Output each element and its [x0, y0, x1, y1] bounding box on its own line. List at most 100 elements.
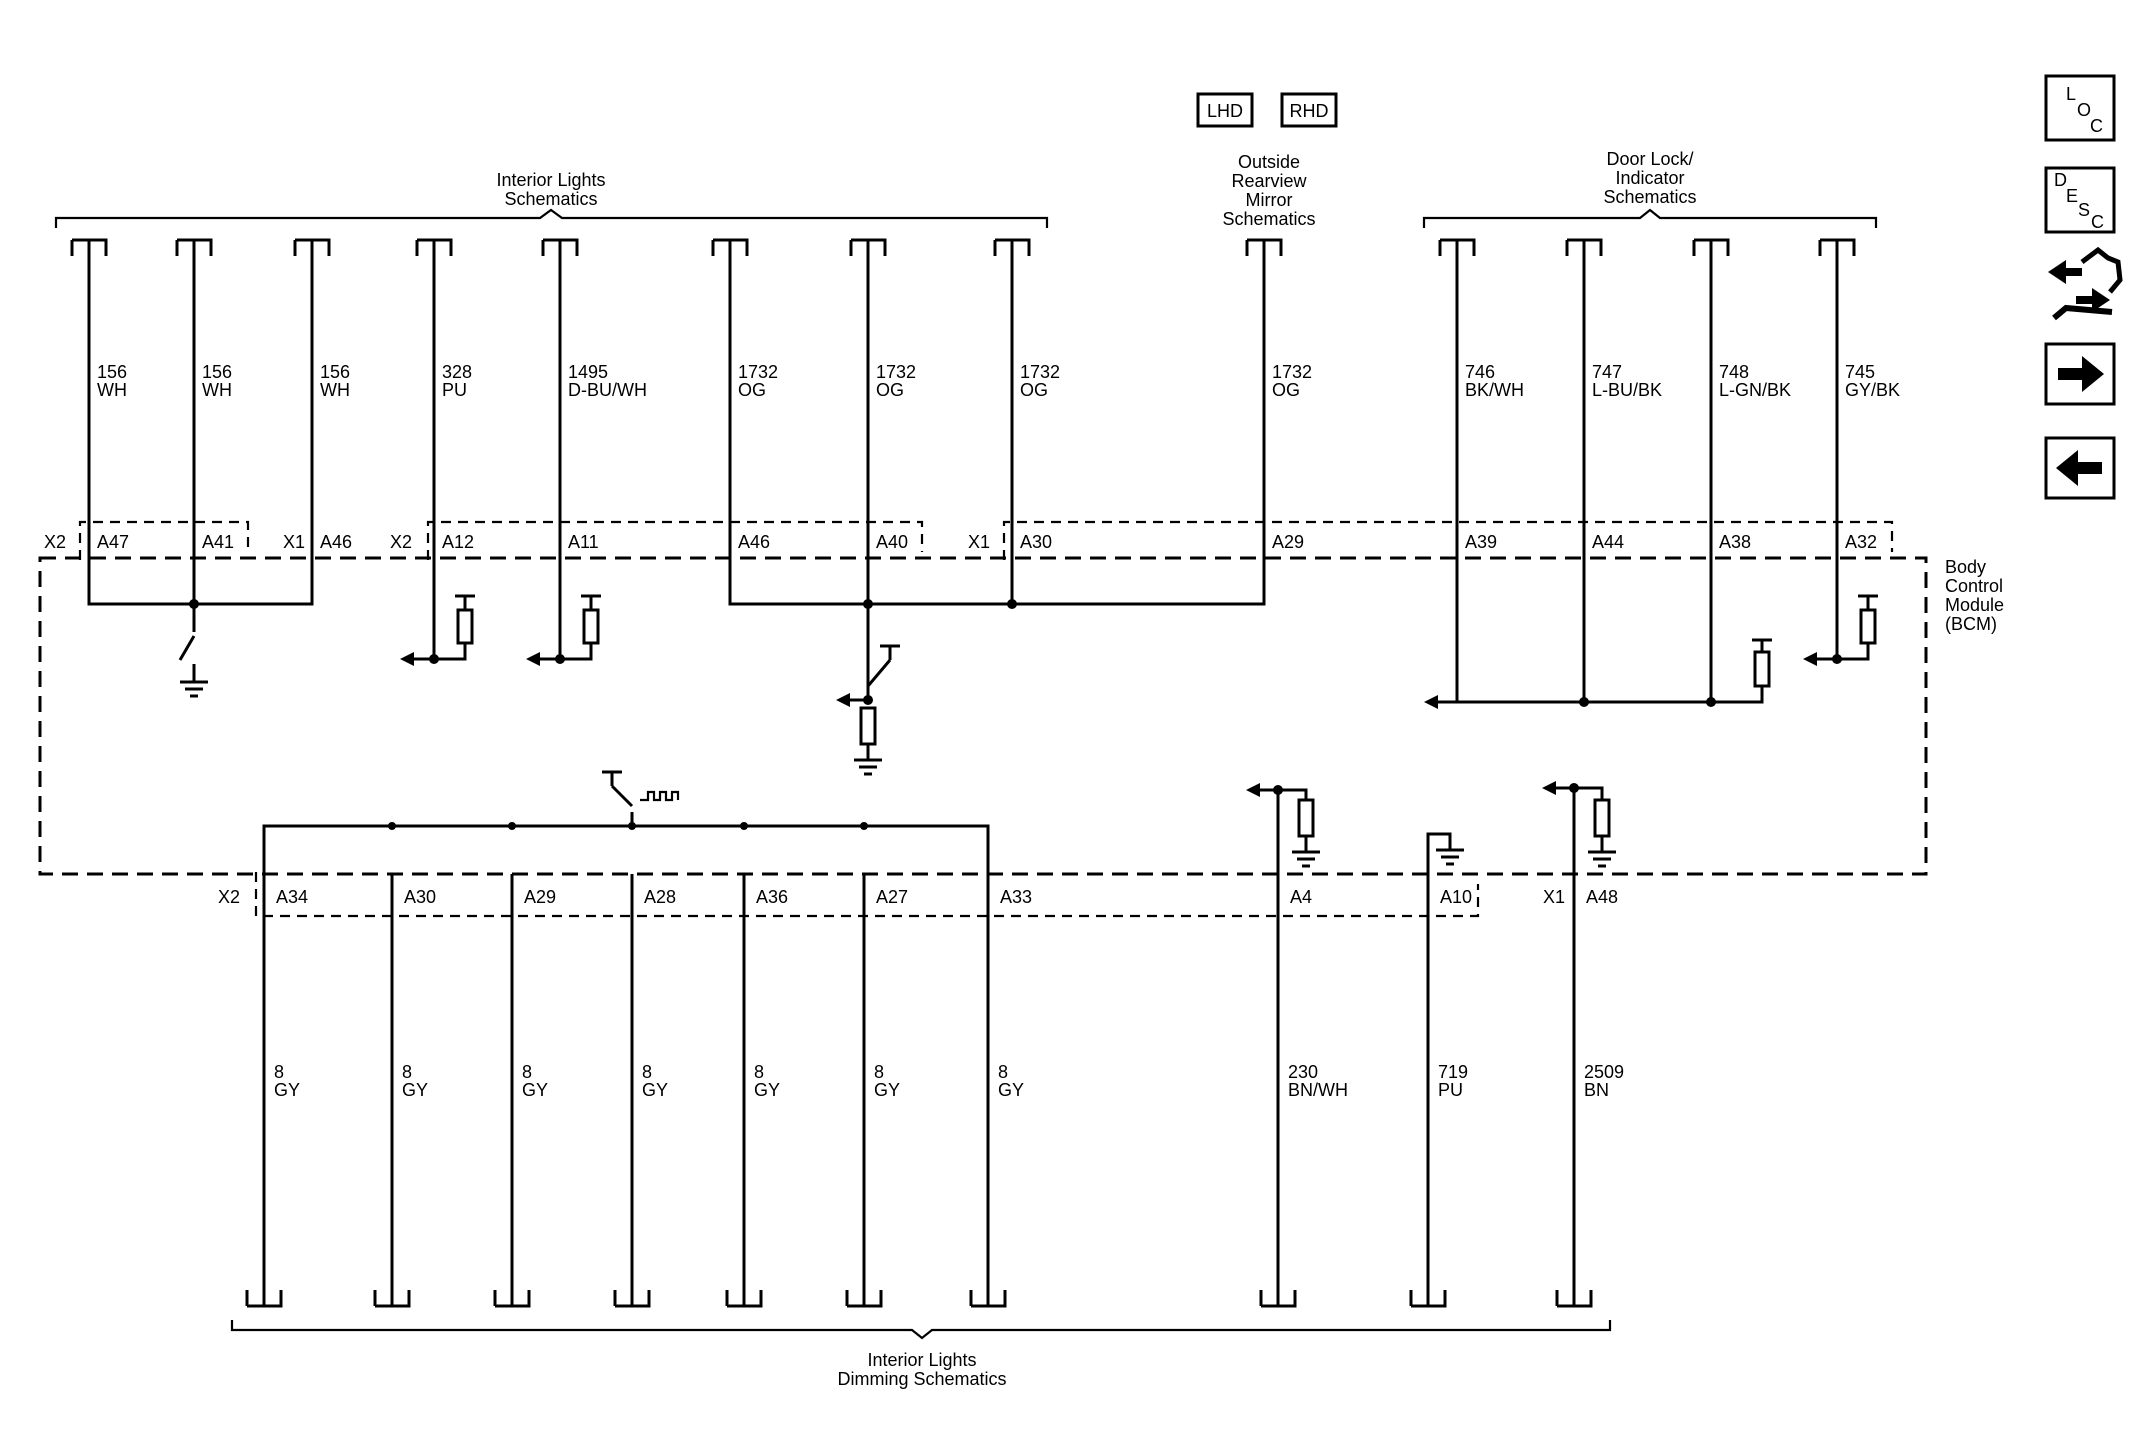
- connector-terminal: [711, 238, 749, 256]
- wire-color-code: BK/WH: [1465, 380, 1524, 400]
- wire-color-code: BN: [1584, 1080, 1609, 1100]
- wire-circuit-number: 1495: [568, 362, 608, 382]
- connector-terminal: [845, 1290, 883, 1308]
- pin-label: A30: [404, 887, 436, 907]
- lhd-badge-text: LHD: [1207, 101, 1243, 121]
- rhd-badge: RHD: [1280, 92, 1338, 128]
- bottom-wire: 8GY A29: [493, 874, 556, 1308]
- wire-circuit-number: 8: [874, 1062, 884, 1082]
- wire-circuit-number: 328: [442, 362, 472, 382]
- pulldown-circuit-a48: [1542, 781, 1616, 874]
- wire-color-code: BN/WH: [1288, 1080, 1348, 1100]
- wire-color-code: GY: [754, 1080, 780, 1100]
- wire-circuit-number: 748: [1719, 362, 1749, 382]
- connector-label-x1-b: X1: [968, 532, 990, 552]
- pin-label: A44: [1592, 532, 1624, 552]
- wire-circuit-number: 746: [1465, 362, 1495, 382]
- pin-label: A47: [97, 532, 129, 552]
- pin-label: A10: [1440, 887, 1472, 907]
- wire-circuit-number: 8: [522, 1062, 532, 1082]
- connector-terminal: [1245, 238, 1283, 256]
- connector-body-x2-top-b: [426, 520, 924, 560]
- connector-label-x2-a: X2: [44, 532, 66, 552]
- top-wires-group: 156WHA47156WHA41156WHA46328PUA121495D-BU…: [70, 238, 1900, 558]
- wire-circuit-number: 8: [402, 1062, 412, 1082]
- pin-label: A34: [276, 887, 308, 907]
- rhd-badge-text: RHD: [1290, 101, 1329, 121]
- wire-circuit-number: 156: [202, 362, 232, 382]
- desc-letter-2: E: [2066, 186, 2078, 206]
- pin-label: A27: [876, 887, 908, 907]
- pin-label: A29: [1272, 532, 1304, 552]
- connector-body-x2-top-a: [78, 520, 250, 560]
- ground-symbol: [180, 680, 208, 698]
- wire-color-code: WH: [320, 380, 350, 400]
- wire-color-code: GY: [274, 1080, 300, 1100]
- connector-terminal: [725, 1290, 763, 1308]
- connector-label-x2-bottom: X2: [218, 887, 240, 907]
- bottom-wire: 8GY A34: [245, 874, 308, 1308]
- wire-circuit-number: 156: [97, 362, 127, 382]
- previous-page-button[interactable]: [2044, 436, 2116, 500]
- connector-terminal: [70, 238, 108, 256]
- wire-color-code: GY: [998, 1080, 1024, 1100]
- door-lock-switch-circuit: [1424, 558, 1772, 709]
- bracket-dimming: [230, 1320, 1612, 1340]
- wire-color-code: GY: [522, 1080, 548, 1100]
- pin-label: A4: [1290, 887, 1312, 907]
- connector-terminal: [993, 238, 1031, 256]
- next-page-button[interactable]: [2044, 342, 2116, 406]
- desc-button[interactable]: D E S C: [2044, 166, 2116, 234]
- connector-terminal: [293, 238, 331, 256]
- bottom-wire: 8GY A30: [373, 874, 436, 1308]
- wire-color-code: WH: [202, 380, 232, 400]
- wire-color-code: PU: [442, 380, 467, 400]
- connector-terminal: [1438, 238, 1476, 256]
- pin-label: A38: [1719, 532, 1751, 552]
- pin-label: A32: [1845, 532, 1877, 552]
- wire-circuit-number: 1732: [1020, 362, 1060, 382]
- wire-color-code: L-BU/BK: [1592, 380, 1662, 400]
- pin-label: A11: [568, 532, 599, 552]
- connector-body-x2-bottom: [254, 872, 1480, 918]
- wire-circuit-number: 230: [1288, 1062, 1318, 1082]
- connector-terminal: [1692, 238, 1730, 256]
- connector-terminal: [1818, 238, 1856, 256]
- wire-circuit-number: 156: [320, 362, 350, 382]
- connector-body-x1-top: [1002, 520, 1894, 560]
- wire-color-code: GY/BK: [1845, 380, 1900, 400]
- wire-color-code: L-GN/BK: [1719, 380, 1791, 400]
- connector-label-x1-a: X1: [283, 532, 305, 552]
- wire-circuit-number: 745: [1845, 362, 1875, 382]
- pullup-circuit-a32: [1803, 558, 1878, 666]
- ground-symbol: [854, 758, 882, 776]
- pin-label: A40: [876, 532, 908, 552]
- pullup-circuit-a11: [526, 558, 601, 666]
- wire-circuit-number: 8: [274, 1062, 284, 1082]
- pin-label: A12: [442, 532, 474, 552]
- loc-button[interactable]: L O C: [2044, 74, 2116, 142]
- connector-swap-icon[interactable]: [2048, 246, 2123, 321]
- pin-label: A29: [524, 887, 556, 907]
- wire-color-code: GY: [402, 1080, 428, 1100]
- bottom-wires-group: 8GYA348GYA308GYA298GYA288GYA368GYA278GYA…: [245, 874, 1624, 1308]
- connector-terminal: [175, 238, 213, 256]
- wire-circuit-number: 1732: [1272, 362, 1312, 382]
- connector-terminal: [415, 238, 453, 256]
- connector-terminal: [1409, 1290, 1447, 1308]
- desc-letter-4: C: [2091, 212, 2104, 232]
- connector-terminal: [613, 1290, 651, 1308]
